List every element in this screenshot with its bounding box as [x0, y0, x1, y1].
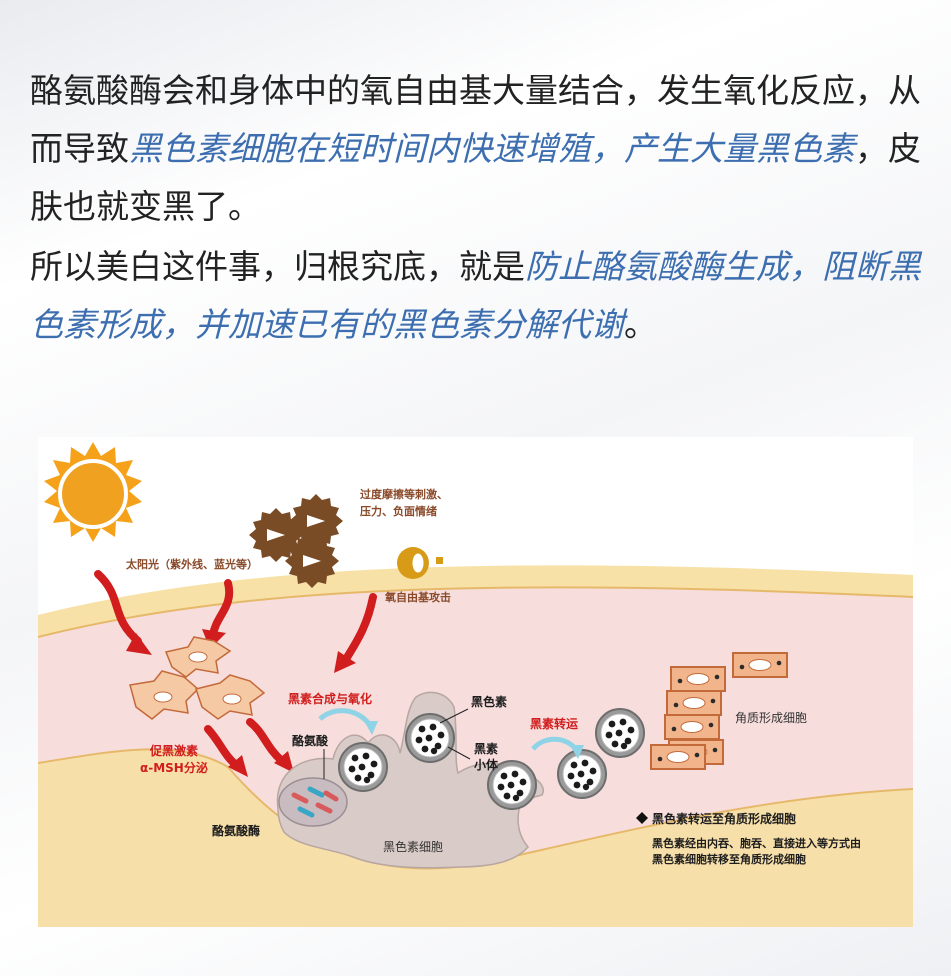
tyrosinase-enzymes — [291, 786, 339, 818]
note-title: 黑色素转运至角质形成细胞 — [652, 811, 796, 826]
epidermis-pink-layer — [38, 587, 913, 869]
melanocyte-nuclei — [153, 651, 242, 705]
note-line-1: 黑色素经由内吞、胞吞、直接进入等方式由 — [652, 836, 861, 850]
melanin-label: 黑色素 — [471, 694, 507, 709]
melanosome-pointer — [447, 746, 471, 760]
tyrosine-label: 酪氨酸 — [292, 733, 329, 748]
keratinocyte-cell — [670, 666, 726, 692]
intro-paragraph-1: 酪氨酸酶会和身体中的氧自由基大量结合，发生氧化反应，从而导致黑色素细胞在短时间内… — [30, 62, 930, 236]
intro-highlight: 防止酪氨酸酶生成，阻断黑色素形成，并加速已有的黑色素分解代谢 — [30, 247, 921, 344]
hormone-label-line-2: α-MSH分泌 — [140, 760, 208, 775]
attack-arrows — [94, 570, 377, 769]
free-radical-label: 氧自由基攻击 — [384, 590, 451, 604]
free-radical-icon — [397, 547, 443, 579]
melanosome-granule — [405, 713, 455, 763]
melanosome-granule — [557, 749, 607, 799]
intro-paragraph-2: 所以美白这件事，归根究底，就是防止酪氨酸酶生成，阻断黑色素形成，并加速已有的黑色… — [30, 238, 930, 354]
sun-label: 太阳光（紫外线、蓝光等） — [125, 557, 258, 571]
nucleus-region — [278, 777, 348, 827]
synthesis-curve-arrowhead — [364, 721, 378, 735]
synthesis-label: 黑素合成与氧化 — [288, 691, 372, 706]
hormone-label-line-1: 促黑激素 — [149, 743, 198, 758]
melanosome-label-line-2: 小体 — [474, 757, 499, 772]
stress-label-line-2: 压力、负面情绪 — [360, 504, 437, 518]
tyrosinase-label: 酪氨酸酶 — [212, 823, 260, 838]
melanosome-granule — [338, 742, 388, 792]
transport-label: 黑素转运 — [530, 716, 578, 731]
intro-text: ，皮肤也就变黑了。 — [30, 129, 921, 226]
note-line-2: 黑色素细胞转移至角质形成细胞 — [652, 852, 806, 866]
melanocyte-label: 黑色素细胞 — [383, 840, 443, 854]
keratinocyte-label: 角质形成细胞 — [735, 711, 807, 725]
intro-text: 所以美白这件事，归根究底，就是 — [30, 247, 525, 286]
sun-icon — [44, 442, 142, 542]
keratinocyte-cell — [650, 744, 706, 770]
intro-highlight: 黑色素细胞在短时间内快速增殖，产生大量黑色素 — [129, 129, 855, 168]
keratinocyte-cell — [666, 690, 722, 716]
skin-surface-layer — [38, 565, 913, 637]
note-bullet-icon — [636, 812, 648, 824]
melanin-pointer — [439, 708, 469, 724]
stress-label-line-1: 过度摩擦等刺激、 — [360, 487, 448, 501]
intro-text: 酪氨酸酶会和身体中的氧自由基大量结合，发生氧化反应，从而导致 — [30, 71, 921, 168]
keratinocyte-cell — [732, 652, 788, 678]
keratinocyte-cell — [664, 714, 720, 740]
transport-curve-arrowhead — [570, 745, 584, 759]
intro-text: 。 — [624, 305, 657, 344]
skin-surface-line — [38, 586, 913, 638]
melanosome-label-line-1: 黑素 — [474, 741, 498, 756]
melanin-formation-diagram: 太阳光（紫外线、蓝光等） 过度摩擦等刺激、 压力、负面情绪 氧自由基攻击 — [38, 437, 913, 927]
melanosome-granule — [595, 708, 645, 758]
